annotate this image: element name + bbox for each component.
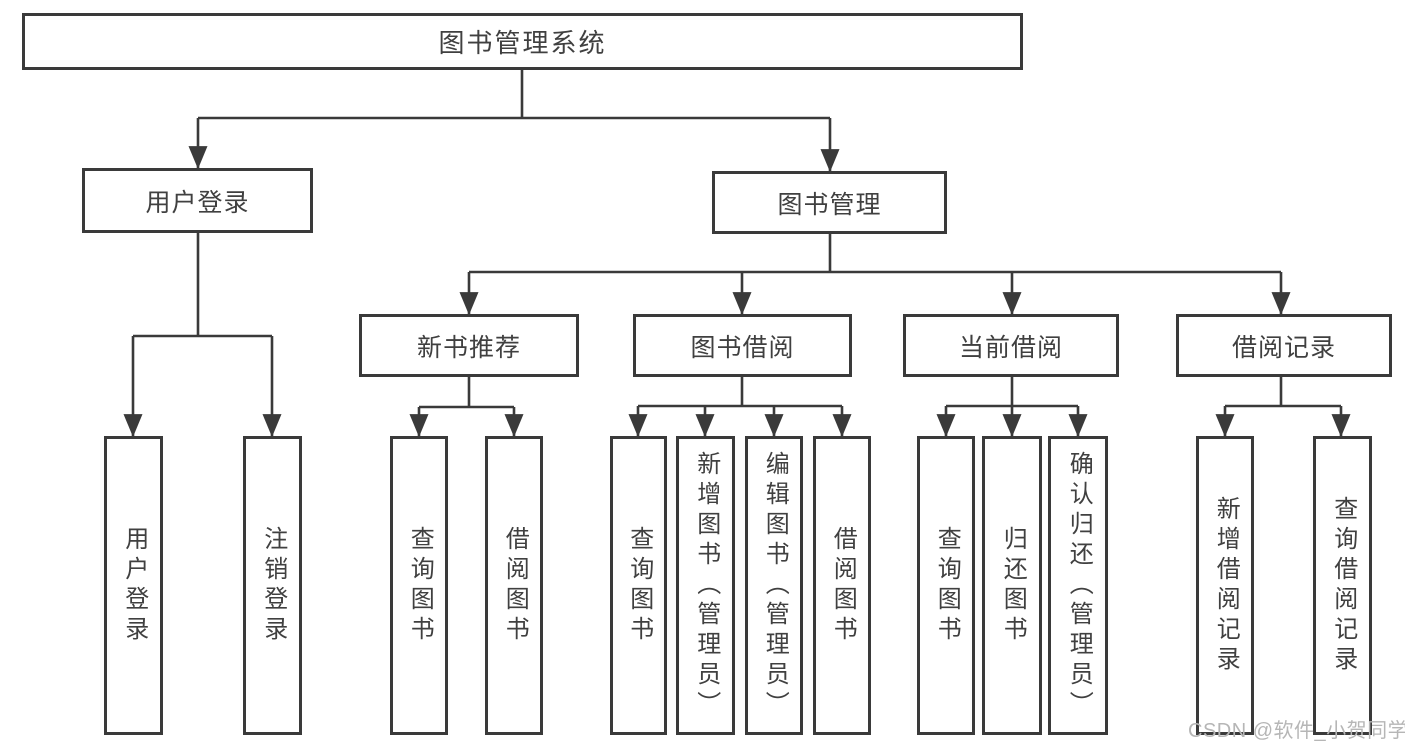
leaf-br-query-record: 查询借阅记录 xyxy=(1313,436,1372,735)
node-library-management-system: 图书管理系统 xyxy=(22,13,1023,70)
node-new-book-recommendation: 新书推荐 xyxy=(359,314,579,377)
node-current-borrowing: 当前借阅 xyxy=(903,314,1119,377)
node-user-login: 用户登录 xyxy=(82,168,313,233)
connector-currentborrow-to-leaves xyxy=(936,377,1088,437)
connector-bookmgmt-to-level3 xyxy=(459,234,1291,315)
leaf-cb-return-books: 归还图书 xyxy=(982,436,1042,735)
connector-newbookrec-to-leaves xyxy=(409,377,524,437)
leaf-logout-login: 注销登录 xyxy=(243,436,302,735)
connector-borrowrecords-to-leaves xyxy=(1215,377,1351,437)
leaf-nbr-borrow-books: 借阅图书 xyxy=(485,436,543,735)
node-label: 新书推荐 xyxy=(416,333,521,362)
node-label: 借阅图书 xyxy=(501,525,529,646)
node-label: 查询图书 xyxy=(625,525,653,646)
node-label: 确认归还（管理员） xyxy=(1065,450,1093,721)
leaf-cb-confirm-return-admin: 确认归还（管理员） xyxy=(1048,436,1108,735)
leaf-bb-query-books: 查询图书 xyxy=(610,436,667,735)
node-label: 新增图书（管理员） xyxy=(692,450,720,721)
node-label: 图书管理系统 xyxy=(438,28,607,58)
node-borrowing-records: 借阅记录 xyxy=(1176,314,1392,377)
leaf-bb-borrow-books: 借阅图书 xyxy=(813,436,871,735)
connector-bookborrow-to-leaves xyxy=(628,377,852,437)
node-label: 查询图书 xyxy=(406,525,434,646)
node-label: 借阅图书 xyxy=(829,525,857,646)
node-label: 图书借阅 xyxy=(690,333,795,362)
node-label: 图书管理 xyxy=(777,190,882,219)
leaf-bb-add-books-admin: 新增图书（管理员） xyxy=(676,436,735,735)
connector-userlogin-to-leaves xyxy=(123,233,282,437)
csdn-watermark: CSDN @软件_小贺同学 xyxy=(1188,720,1405,742)
node-label: 查询借阅记录 xyxy=(1329,495,1357,676)
node-label: 查询图书 xyxy=(933,525,961,646)
node-label: 归还图书 xyxy=(999,525,1027,646)
node-label: 当前借阅 xyxy=(958,333,1063,362)
node-label: 新增借阅记录 xyxy=(1212,495,1240,676)
leaf-cb-query-books: 查询图书 xyxy=(917,436,975,735)
leaf-user-login: 用户登录 xyxy=(104,436,163,735)
connector-root-to-level2 xyxy=(188,70,840,172)
node-book-borrowing: 图书借阅 xyxy=(633,314,852,377)
leaf-nbr-query-books: 查询图书 xyxy=(390,436,448,735)
node-label: 借阅记录 xyxy=(1231,333,1336,362)
leaf-br-add-record: 新增借阅记录 xyxy=(1196,436,1254,735)
node-label: 编辑图书（管理员） xyxy=(761,450,789,721)
node-label: 用户登录 xyxy=(120,525,148,646)
node-book-management: 图书管理 xyxy=(712,171,947,234)
leaf-bb-edit-books-admin: 编辑图书（管理员） xyxy=(745,436,803,735)
node-label: 注销登录 xyxy=(259,525,287,646)
node-label: 用户登录 xyxy=(145,188,250,217)
